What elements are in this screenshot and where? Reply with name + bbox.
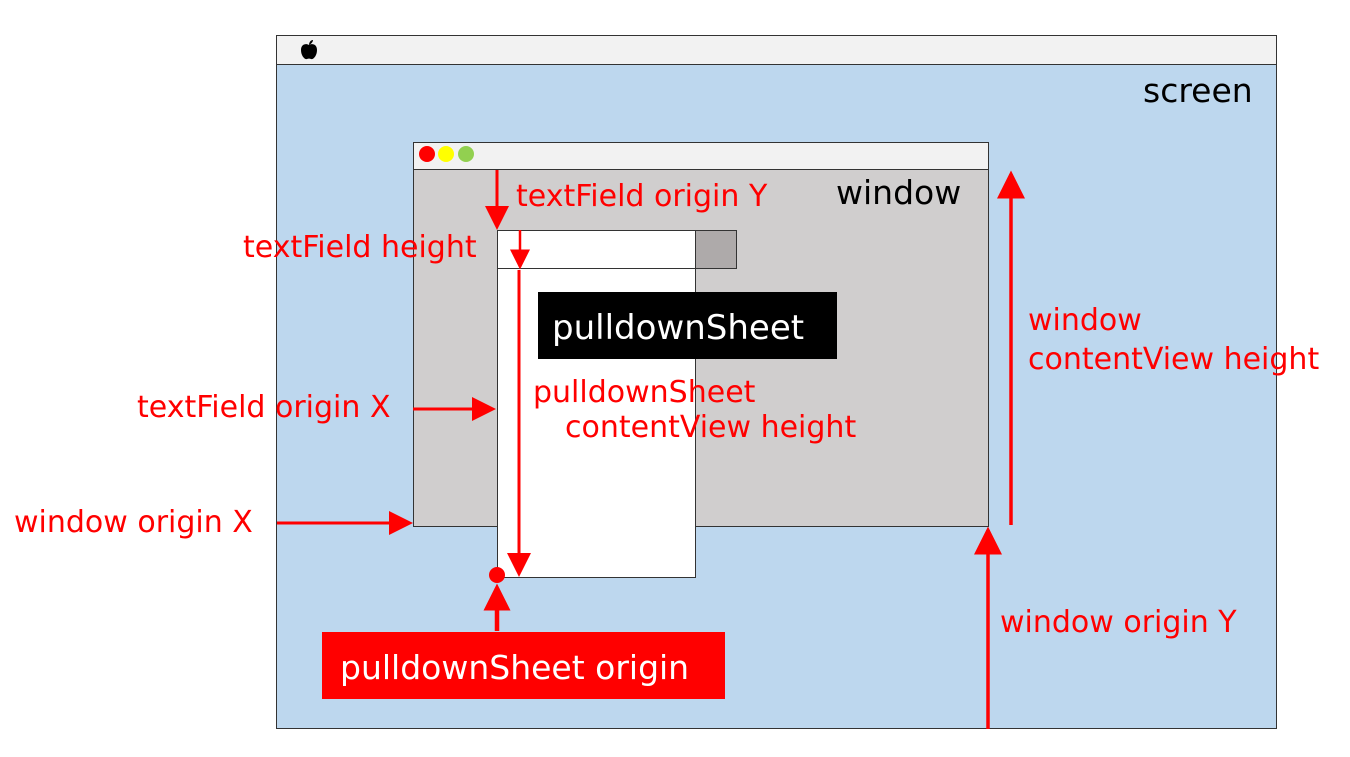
window-label: window — [836, 173, 962, 212]
pulldown-origin-label: pulldownSheet origin — [340, 648, 690, 687]
window-origin-y-label: window origin Y — [1000, 605, 1237, 640]
window-content-height-label-1: window — [1028, 303, 1142, 338]
pulldown-content-height-label-2: contentView height — [565, 410, 857, 445]
pulldown-button[interactable] — [695, 230, 737, 269]
textfield-origin-x-label: textField origin X — [137, 390, 391, 425]
pulldown-sheet-title: pulldownSheet — [552, 308, 805, 348]
textfield-height-label: textField height — [243, 230, 477, 265]
close-icon[interactable] — [419, 146, 435, 162]
zoom-icon[interactable] — [458, 146, 474, 162]
screen-label: screen — [1143, 71, 1253, 110]
pulldown-origin-box — [322, 632, 725, 699]
textfield-origin-y-label: textField origin Y — [516, 179, 768, 214]
window-origin-x-label: window origin X — [14, 505, 253, 540]
pulldown-sheet-title-box — [538, 292, 837, 359]
window-title-bar — [413, 142, 989, 170]
minimize-icon[interactable] — [438, 146, 454, 162]
window-content-height-label-2: contentView height — [1028, 342, 1320, 377]
pulldown-content-height-label-1: pulldownSheet — [533, 375, 756, 410]
pulldown-origin-dot — [489, 567, 505, 583]
traffic-lights — [419, 146, 474, 162]
menu-bar — [276, 35, 1277, 65]
apple-icon — [301, 40, 317, 60]
